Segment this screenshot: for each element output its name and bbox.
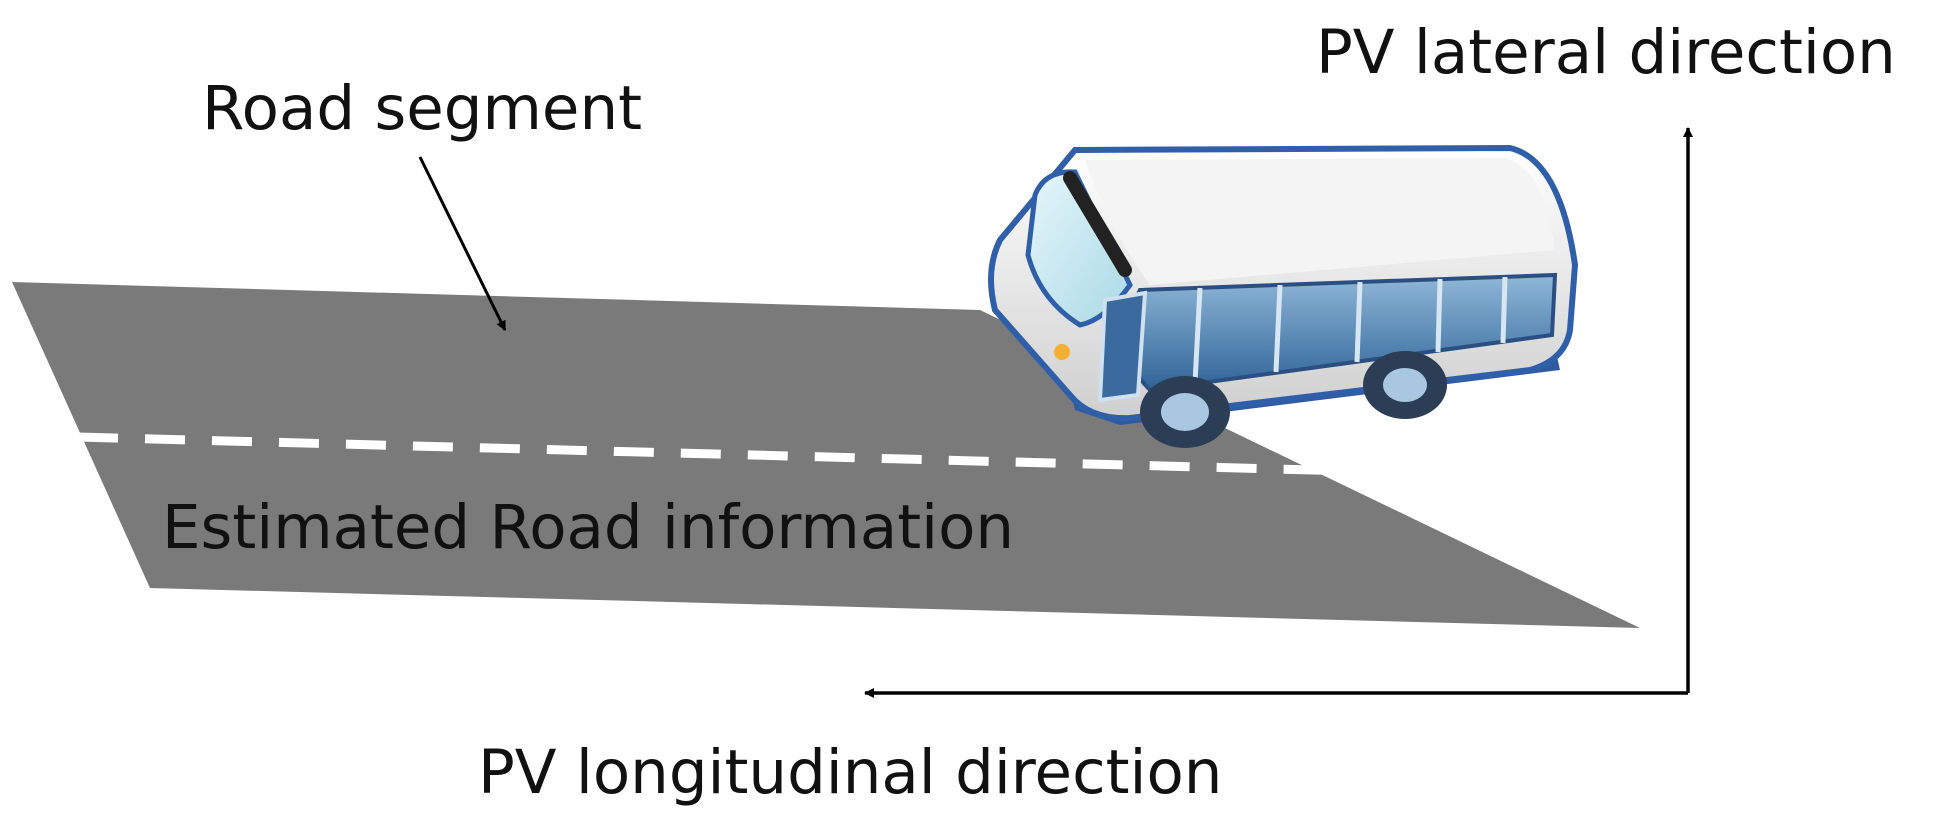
pv-longitudinal-direction-label: PV longitudinal direction	[478, 737, 1223, 808]
estimated-road-information-label: Estimated Road information	[162, 492, 1015, 563]
lane-marking	[77, 432, 1576, 482]
pv-lateral-direction-label: PV lateral direction	[1316, 17, 1896, 88]
bus-illustration	[988, 144, 1579, 448]
road-segment-pointer-arrow	[418, 156, 507, 331]
road-segment-label: Road segment	[202, 73, 643, 144]
